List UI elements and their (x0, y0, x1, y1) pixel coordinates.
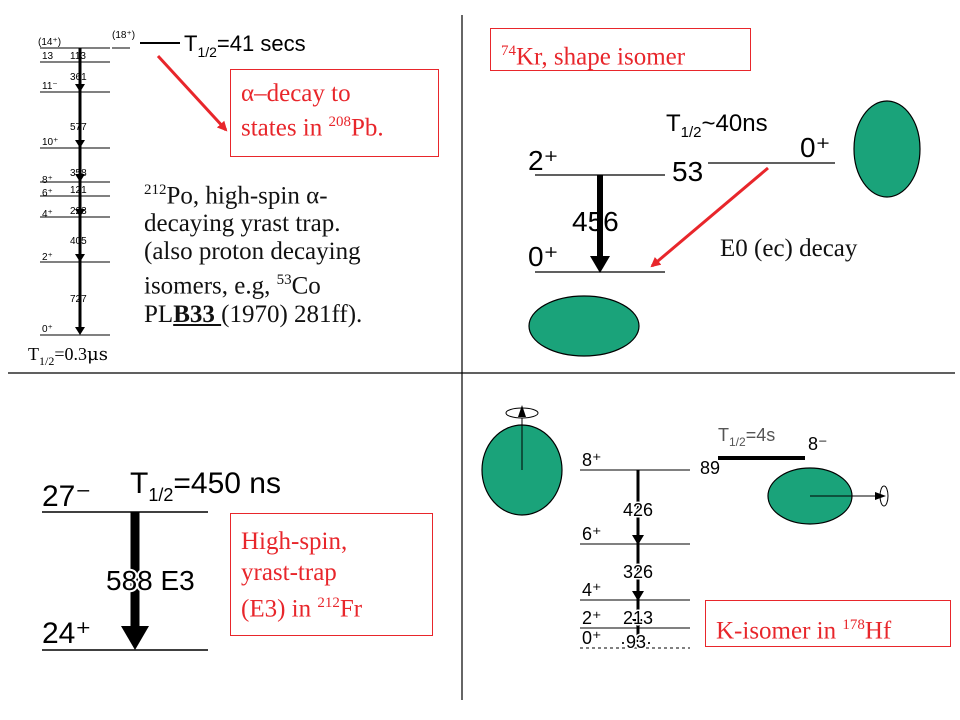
spin-10: 10⁺ (42, 137, 58, 148)
hf178-energy-213: 213 (623, 608, 653, 628)
kr74-level-2plus: 2⁺ (528, 145, 558, 176)
fr-mass-number: 212 (317, 595, 340, 611)
half-life-450ns: T1/2=450 ns (130, 467, 281, 505)
hf178-level-scheme (580, 456, 805, 649)
hf178-level-8minus: 8⁻ (808, 434, 828, 454)
spin-13: 13 (42, 51, 54, 62)
fr212-gamma-arrowhead (121, 626, 149, 650)
spin-8: 8⁺ (42, 175, 53, 186)
pb-mass-number: 208 (328, 114, 352, 130)
fr212-level-scheme (42, 511, 208, 651)
hf178-level-0plus: 0⁺ (582, 628, 602, 648)
po212-level-scheme (40, 42, 180, 336)
kr74-gamma-arrowhead (590, 256, 610, 273)
journal-prefix: PL (144, 300, 174, 328)
kr74-level-0plus-ground: 0⁺ (528, 241, 558, 272)
hf178-energy-426: 426 (623, 500, 653, 520)
half-life-41s: T1/2=41 secs (184, 31, 306, 60)
hf178-arrowheads (632, 535, 644, 629)
rotation-orbit-top (505, 407, 539, 419)
kr74-title-box: 74Kr, shape isomer (490, 28, 751, 71)
journal-reference: (1970) 281ff). (221, 300, 363, 328)
oblate-shape-ellipse (528, 295, 640, 357)
svg-text:T1/2=41 secs: T1/2=41 secs (184, 31, 306, 60)
e0-decay-arrow (650, 166, 769, 268)
co-symbol: Co (291, 272, 321, 300)
po-mass-number: 212 (144, 182, 167, 198)
po212-description: 212Po, high-spin α- decaying yrast trap.… (144, 176, 454, 329)
hf178-level-2plus: 2⁺ (582, 608, 602, 628)
alpha-decay-line2: states in (241, 114, 329, 142)
hf178-energy-326: 326 (623, 562, 653, 582)
hf178-energy-89: 89 (700, 458, 720, 478)
spin-6: 6⁺ (42, 188, 53, 199)
fr212-line1: High-spin, (241, 528, 348, 555)
desc-line2: decaying yrast trap. (144, 210, 341, 238)
svg-text:T1/2~40ns: T1/2~40ns (666, 110, 768, 141)
hf-symbol: Hf (864, 617, 892, 645)
e0-decay-label: E0 (ec) decay (720, 235, 858, 262)
energy-121: 121 (70, 185, 87, 196)
hf178-title: K-isomer in (716, 617, 843, 645)
energy-113: 113 (70, 51, 86, 62)
energy-405: 405 (70, 236, 87, 247)
hf178-title-box: K-isomer in 178Hf (705, 600, 951, 647)
spin-2: 2⁺ (42, 252, 53, 263)
spin-4: 4⁺ (42, 209, 53, 220)
journal-volume: B33 (173, 300, 222, 328)
pb-symbol: Pb. (351, 114, 384, 142)
hf-mass-number: 178 (842, 617, 865, 633)
spin-14: (14⁺) (38, 37, 61, 48)
kr74-energy-456: 456 (572, 206, 619, 237)
spin-18: (18⁺) (112, 30, 135, 41)
svg-text:T1/2=450 ns: T1/2=450 ns (130, 467, 281, 505)
half-life-4s: T1/2=4s (718, 425, 775, 449)
alpha-decay-arrow (156, 54, 228, 132)
kr-mass-number: 74 (501, 43, 516, 59)
svg-text:T1/2=0.3μs: T1/2=0.3μs (28, 344, 108, 368)
alpha-decay-line1: –decay to (254, 80, 351, 107)
prolate-shape-ellipse (853, 100, 921, 198)
half-life-0p3us: T1/2=0.3μs (28, 344, 108, 368)
co-mass-number: 53 (276, 272, 292, 289)
desc-line1: Po, high-spin α- (166, 182, 328, 210)
fr212-line3: (E3) in (241, 595, 318, 623)
fr212-transition-label: 588 E3 (106, 565, 195, 596)
hf178-energy-93: ·93· (620, 632, 652, 652)
hf178-level-4plus: 4⁺ (582, 580, 602, 600)
rotation-orbit-side (879, 485, 889, 507)
rotation-axis-arrowhead (518, 405, 526, 417)
energy-727: 727 (70, 294, 87, 305)
hf178-level-8plus: 8⁺ (582, 450, 602, 470)
energy-577: 577 (70, 122, 87, 133)
fr212-title-box: High-spin, yrast-trap (E3) in 212Fr (230, 513, 433, 636)
desc-line3: (also proton decaying (144, 238, 361, 266)
fr212-level-27minus: 27⁻ (42, 480, 91, 513)
kr74-level-0plus-isomer: 0⁺ (800, 132, 830, 163)
energy-358: 358 (70, 168, 87, 179)
svg-text:T1/2=4s: T1/2=4s (718, 425, 775, 449)
half-life-40ns: T1/2~40ns (666, 110, 768, 141)
fr-symbol: Fr (339, 595, 363, 623)
spin-0: 0⁺ (42, 324, 53, 335)
hf178-level-6plus: 6⁺ (582, 524, 602, 544)
alpha-symbol: α (241, 80, 255, 107)
fr212-level-24plus: 24⁺ (42, 617, 91, 650)
fr212-line2: yrast-trap (241, 559, 337, 586)
po212-arrowheads (75, 84, 85, 335)
kr74-energy-53: 53 (672, 156, 703, 187)
energy-223: 223 (70, 206, 87, 217)
energy-361: 361 (70, 72, 87, 83)
desc-line4: isomers, e.g, (144, 272, 277, 300)
spin-11: 11⁻ (42, 81, 58, 92)
kr74-title: Kr, shape isomer (516, 43, 686, 71)
alpha-decay-box: α–decay to states in 208Pb. (230, 69, 439, 157)
